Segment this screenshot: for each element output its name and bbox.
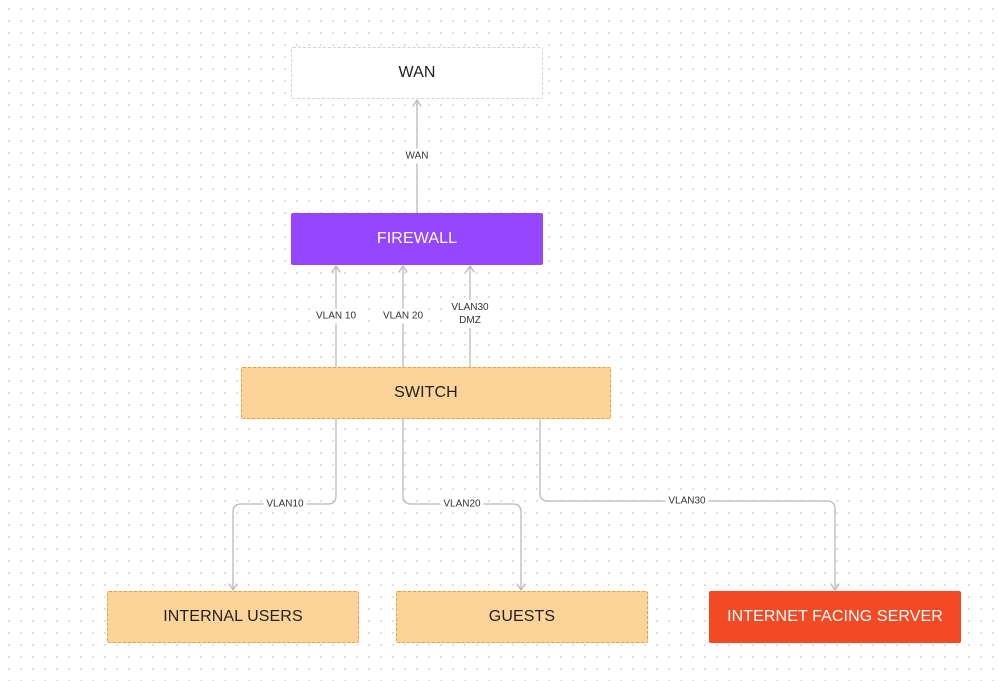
arrowhead-server xyxy=(830,583,840,591)
arrowhead-guests xyxy=(516,583,526,591)
arrowhead-firewall-vlan20 xyxy=(398,265,408,273)
edge-label-vlan30-dmz: VLAN30 DMZ xyxy=(448,300,492,328)
node-internet-facing-server[interactable]: INTERNET FACING SERVER xyxy=(709,591,961,643)
arrowhead-firewall-vlan10 xyxy=(331,265,341,273)
edge-label-vlan-10: VLAN 10 xyxy=(312,308,360,324)
node-wan[interactable]: WAN xyxy=(291,47,543,99)
edge-label-vlan-20: VLAN 20 xyxy=(379,308,427,324)
edge-label-vlan30: VLAN30 xyxy=(665,493,709,509)
arrowhead-wan xyxy=(412,99,422,107)
edge-label-wan: WAN xyxy=(402,148,432,164)
node-guests[interactable]: GUESTS xyxy=(396,591,648,643)
edge-label-dmz-line: DMZ xyxy=(459,315,481,326)
arrowhead-firewall-vlan30 xyxy=(465,265,475,273)
node-internal-users[interactable]: INTERNAL USERS xyxy=(107,591,359,643)
arrowhead-internal-users xyxy=(228,583,238,591)
node-firewall[interactable]: FIREWALL xyxy=(291,213,543,265)
edge-label-vlan30-line: VLAN30 xyxy=(451,302,489,313)
edge-label-vlan10: VLAN10 xyxy=(263,496,307,512)
edge-label-vlan20: VLAN20 xyxy=(440,496,484,512)
node-switch[interactable]: SWITCH xyxy=(241,367,611,419)
